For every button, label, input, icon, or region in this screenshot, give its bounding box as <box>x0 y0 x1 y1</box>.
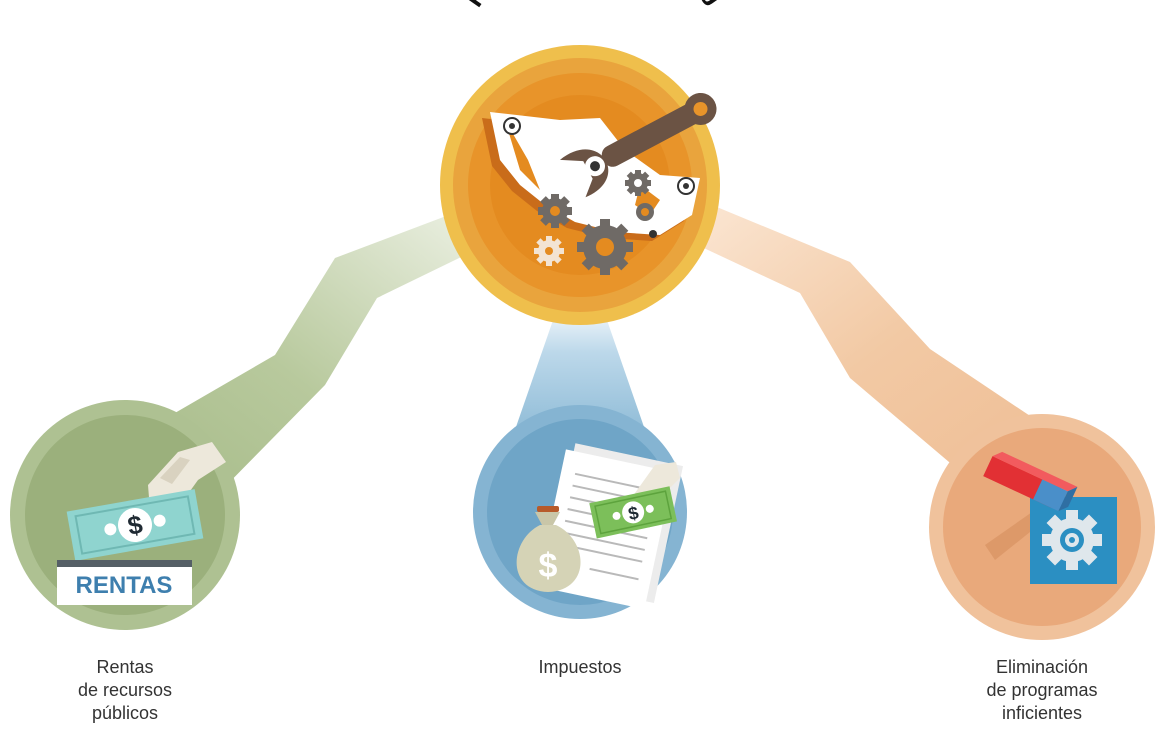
cash-deposit-icon: $ <box>57 442 226 605</box>
financing-hub-node <box>440 45 720 325</box>
right-connector-band <box>693 205 1072 490</box>
rentas-badge-text: RENTAS <box>76 572 173 599</box>
eliminacion-caption-line-1: Eliminación <box>995 657 1089 677</box>
rentas-caption: Rentas de recursos públicos <box>25 656 225 725</box>
impuestos-caption-line-1: Impuestos <box>538 657 622 677</box>
diagram-title: Financiamiento del IBU <box>462 0 723 12</box>
rentas-source-node: $ RENTAS <box>10 400 240 630</box>
rentas-caption-line-3: públicos <box>91 703 159 723</box>
left-connector-band <box>118 210 490 502</box>
svg-text:$: $ <box>626 503 640 525</box>
eliminacion-caption: Eliminación de programas inficientes <box>942 656 1142 725</box>
mexico-map-wrench-gears-icon <box>482 92 717 275</box>
eliminacion-source-node <box>929 414 1155 640</box>
rentas-caption-line-1: Rentas <box>96 657 154 677</box>
impuestos-source-node: $ $ <box>473 405 687 619</box>
eliminacion-caption-line-3: inficientes <box>1001 703 1083 723</box>
impuestos-caption: Impuestos <box>480 656 680 679</box>
svg-text:$: $ <box>539 547 558 585</box>
eraser-gear-icon <box>983 451 1117 584</box>
svg-text:$: $ <box>125 509 145 541</box>
money-bag-document-icon: $ $ <box>516 443 684 610</box>
rentas-caption-line-2: de recursos <box>77 680 173 700</box>
eliminacion-caption-line-2: de programas <box>986 680 1098 700</box>
